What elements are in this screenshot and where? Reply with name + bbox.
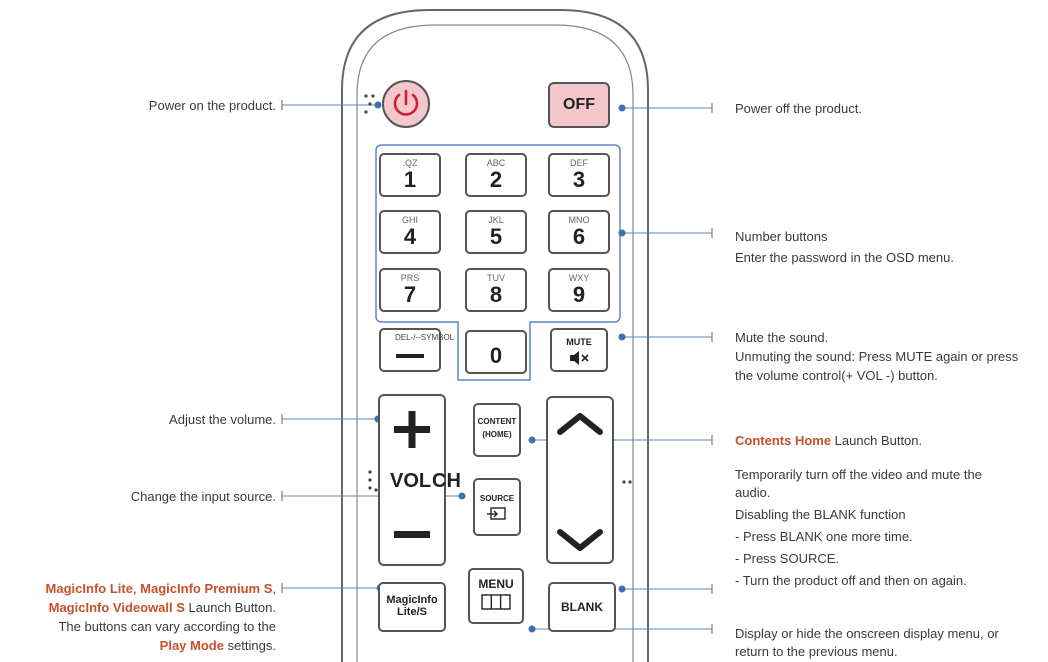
blank-line-6: - Turn the product off and then on again… — [735, 573, 967, 588]
volume-description: Adjust the volume. — [169, 412, 276, 427]
number-button-6[interactable]: MNO 6 — [548, 210, 610, 254]
volume-icons — [394, 411, 430, 538]
menu-line-1: Display or hide the onscreen display men… — [735, 626, 999, 641]
blank-line-1: Temporarily turn off the video and mute … — [735, 467, 982, 482]
off-button-label: OFF — [563, 96, 595, 113]
vol-label: VOL — [390, 470, 432, 492]
volume-rocker[interactable] — [378, 394, 446, 566]
source-button[interactable]: SOURCE — [473, 478, 521, 536]
ch-label: CH — [432, 470, 461, 492]
number-button-1[interactable]: .QZ 1 — [379, 153, 441, 197]
blank-button[interactable]: BLANK — [548, 582, 616, 632]
number-letters: GHI — [401, 215, 418, 225]
magicinfo-button[interactable]: MagicInfo Lite/S — [378, 582, 446, 632]
off-button[interactable]: OFF — [548, 82, 610, 128]
channel-icons — [557, 413, 603, 551]
magicinfo-line-2: MagicInfo Videowall S Launch Button. — [48, 600, 276, 615]
number-button-5[interactable]: JKL 5 — [465, 210, 527, 254]
content-home-description: Contents Home Launch Button. — [735, 433, 923, 448]
blank-line-4: - Press BLANK one more time. — [735, 529, 913, 544]
menu-line-2: return to the previous menu. — [735, 644, 898, 659]
number-digit: 3 — [572, 167, 586, 192]
blank-label: BLANK — [561, 600, 603, 614]
number-button-7[interactable]: PRS 7 — [379, 268, 441, 312]
mute-line-1: Mute the sound. — [735, 330, 829, 345]
magicinfo-label: MagicInfo — [386, 594, 438, 606]
number-digit: 4 — [403, 224, 417, 249]
source-description: Change the input source. — [130, 489, 276, 504]
number-digit: 0 — [489, 343, 503, 368]
input-source-icon — [487, 507, 506, 520]
menu-button[interactable]: MENU — [468, 568, 524, 624]
number-digit: 9 — [572, 282, 586, 307]
number-button-0[interactable]: 0 — [465, 330, 527, 374]
number-letters: MNO — [568, 215, 590, 225]
number-button-8[interactable]: TUV 8 — [465, 268, 527, 312]
number-letters: WXY — [568, 273, 590, 283]
number-digit: 6 — [572, 224, 586, 249]
del-symbol-label: DEL-/--SYMBOL — [395, 333, 455, 342]
mute-line-3: the volume control(+ VOL -) button. — [735, 368, 938, 383]
blank-line-3: Disabling the BLANK function — [735, 507, 906, 522]
number-letters: DEF — [570, 158, 588, 168]
power-button[interactable] — [382, 80, 430, 128]
content-label: CONTENT — [477, 417, 517, 426]
number-letters: TUV — [487, 273, 505, 283]
number-letters: .QZ — [402, 158, 418, 168]
number-letters: ABC — [486, 158, 506, 168]
magicinfo-sub-label: Lite/S — [397, 606, 427, 618]
number-buttons-description: Number buttons Enter the password in the… — [735, 226, 954, 268]
minus-icon — [394, 531, 430, 538]
home-label: (HOME) — [482, 430, 512, 439]
number-buttons-detail: Enter the password in the OSD menu. — [735, 250, 954, 265]
mute-description: Mute the sound. Unmuting the sound: Pres… — [735, 328, 1018, 385]
menu-grid-icon — [481, 594, 511, 610]
number-buttons-title: Number buttons — [735, 229, 828, 244]
chevron-up-icon — [557, 413, 603, 435]
number-letters: PRS — [400, 273, 420, 283]
source-label: SOURCE — [479, 494, 515, 503]
number-digit: 1 — [403, 167, 417, 192]
chevron-down-icon — [557, 529, 603, 551]
menu-description: Display or hide the onscreen display men… — [735, 625, 999, 661]
content-home-button[interactable]: CONTENT (HOME) — [473, 403, 521, 457]
power-icon — [393, 89, 419, 116]
number-digit: 2 — [489, 167, 503, 192]
magicinfo-description: MagicInfo Lite, MagicInfo Premium S, Mag… — [46, 579, 276, 655]
channel-rocker[interactable] — [546, 396, 614, 564]
power-on-description: Power on the product. — [148, 98, 276, 113]
blank-description: Temporarily turn off the video and mute … — [735, 466, 982, 590]
number-button-2[interactable]: ABC 2 — [465, 153, 527, 197]
mute-button[interactable]: MUTE — [550, 328, 608, 372]
dash-icon — [396, 354, 424, 358]
number-digit: 7 — [403, 282, 417, 307]
mute-speaker-icon — [570, 351, 589, 365]
number-button-9[interactable]: WXY 9 — [548, 268, 610, 312]
magicinfo-line-4: Play Mode settings. — [159, 638, 276, 653]
magicinfo-line-1: MagicInfo Lite, MagicInfo Premium S, — [45, 581, 276, 596]
number-button-4[interactable]: GHI 4 — [379, 210, 441, 254]
number-digit: 5 — [489, 224, 503, 249]
number-letters: JKL — [488, 215, 504, 225]
menu-label: MENU — [478, 577, 514, 591]
magicinfo-line-3: The buttons can vary according to the — [58, 619, 276, 634]
power-off-description: Power off the product. — [735, 101, 862, 116]
mute-line-2: Unmuting the sound: Press MUTE again or … — [735, 349, 1019, 364]
del-symbol-button[interactable]: DEL-/--SYMBOL — [379, 328, 454, 372]
number-button-3[interactable]: DEF 3 — [548, 153, 610, 197]
blank-line-5: - Press SOURCE. — [735, 551, 840, 566]
mute-label: MUTE — [566, 337, 592, 347]
number-digit: 8 — [489, 282, 503, 307]
plus-icon — [394, 411, 430, 448]
blank-line-2: audio. — [735, 485, 771, 500]
